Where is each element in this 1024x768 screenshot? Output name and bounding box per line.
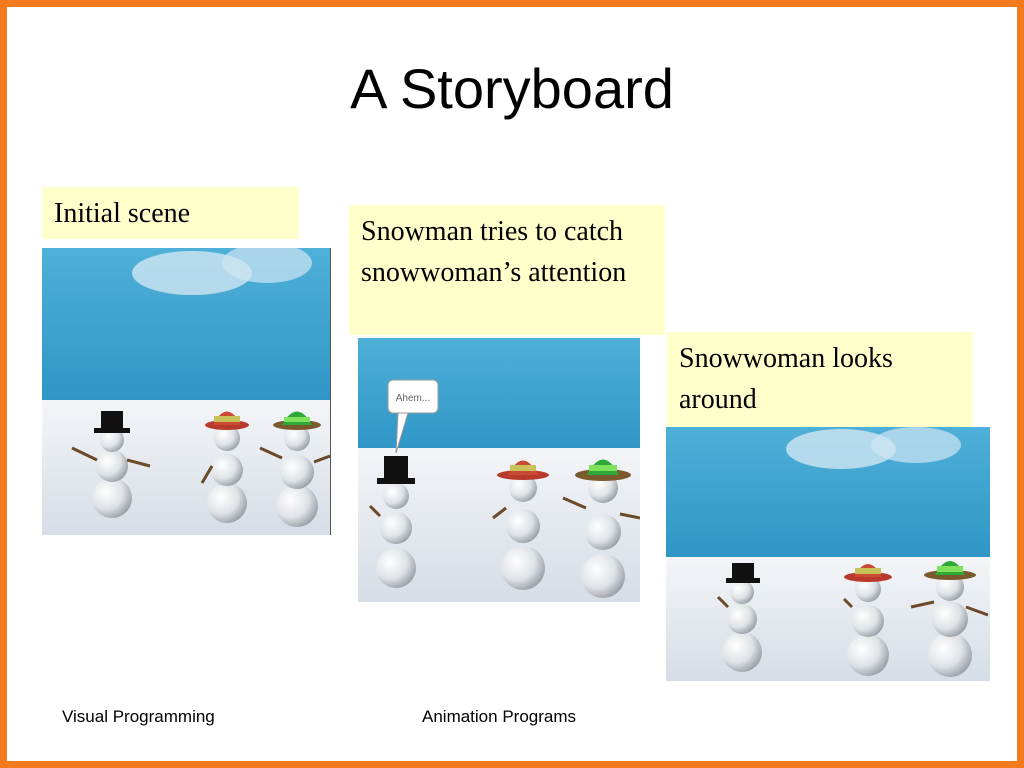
speech-bubble-text: Ahem... (396, 393, 430, 404)
footer-topic: Animation Programs (422, 707, 577, 726)
snowwoman-red-hat-figure (492, 460, 549, 590)
panel-2-scene-image: Ahem... (358, 338, 640, 602)
panel-3-caption: Snowwoman looks around (667, 332, 973, 427)
snowwoman-green-hat-figure (562, 459, 640, 598)
snowwoman-green-hat-figure (910, 561, 989, 677)
slide-title: A Storyboard (350, 57, 674, 120)
snowwoman-green-hat-figure (259, 411, 330, 527)
panel-2-caption: Snowman tries to catch snowwoman’s atten… (349, 205, 665, 335)
snowman-figure (716, 563, 762, 672)
snowman-figure (368, 456, 416, 588)
speech-bubble: Ahem... (387, 379, 439, 454)
panel-3-scene-image (666, 427, 990, 681)
footer-course-title: Visual Programming (62, 707, 215, 726)
panel-1-caption: Initial scene (42, 187, 299, 239)
panel-1-scene-image (42, 248, 331, 535)
snowman-figure (71, 411, 151, 518)
snowwoman-red-hat-figure (842, 564, 892, 676)
snowwoman-red-hat-figure (200, 411, 249, 523)
